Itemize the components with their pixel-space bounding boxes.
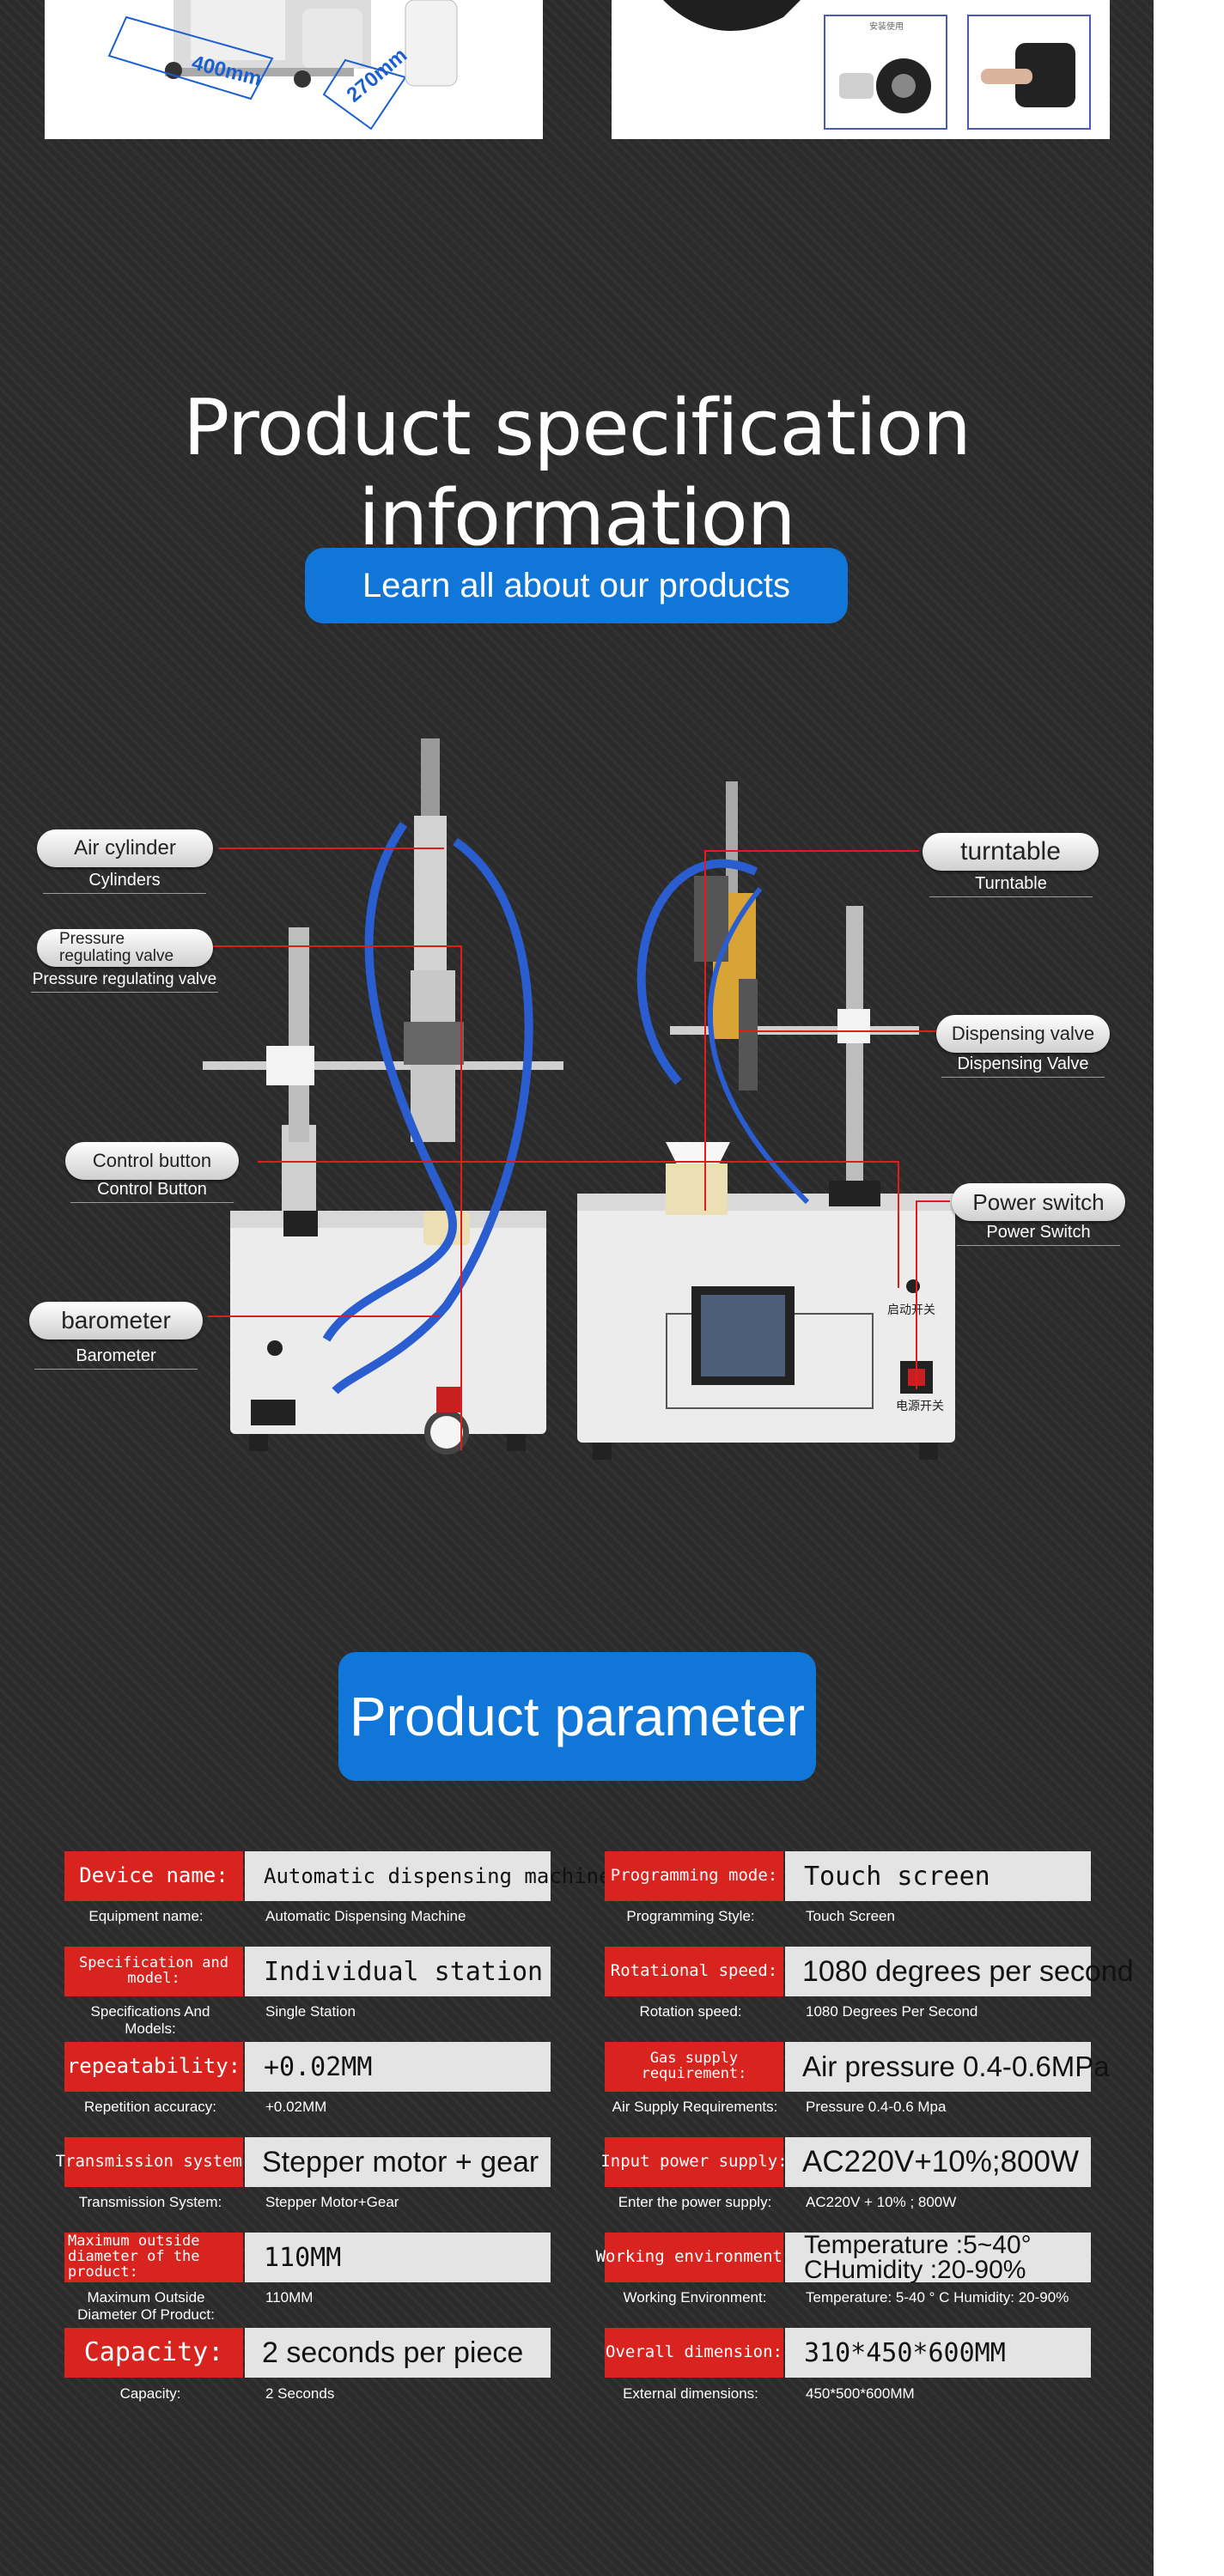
leader-power-v (916, 1200, 917, 1389)
leader-pressure-valve-h (213, 945, 462, 947)
param-gas-supply-sub: Pressure 0.4-0.6 Mpa (806, 2099, 947, 2115)
param-capacity-tag: Capacity: (64, 2328, 243, 2378)
param-working-env-sub: Temperature: 5-40 ° C Humidity: 20-90% (806, 2289, 1069, 2306)
param-rotational-speed-tag: Rotational speed: (605, 1947, 783, 1996)
page-canvas: 400mm 270mm 安装使用 Product specification i… (0, 0, 1154, 2576)
turntable-sublabel: Turntable (929, 874, 1093, 897)
param-repeatability-sub: +0.02MM (265, 2099, 327, 2115)
param-spec-model-tag: Specification and model: (64, 1947, 243, 1996)
param-gas-supply-tag: Gas supply requirement: (605, 2042, 783, 2092)
param-programming-mode-tag: Programming mode: (605, 1851, 783, 1901)
leader-control-h (258, 1161, 898, 1163)
param-device-name-label: Equipment name: (88, 1908, 204, 1924)
leader-air-cylinder (219, 848, 444, 849)
air-cylinder-callout: Air cylinder (37, 829, 213, 867)
param-rotational-speed-sub: 1080 Degrees Per Second (806, 2003, 978, 2020)
param-programming-mode-value: Touch screen (785, 1851, 1091, 1901)
dispensing-valve-sublabel: Dispensing Valve (941, 1054, 1105, 1078)
param-repeatability-tag: repeatability: (64, 2042, 243, 2092)
param-spec-model-value: Individual station (245, 1947, 551, 1996)
machine-dimension-image: 400mm 270mm (45, 0, 543, 139)
param-working-env-tag: Working environment: (596, 2233, 792, 2282)
pressure-valve-sublabel: Pressure regulating valve (31, 970, 218, 993)
param-rotational-speed-label: Rotation speed: (639, 2003, 742, 2020)
leader-turntable-h (704, 850, 919, 852)
machine-illustration: 启动开关 电源开关 (203, 738, 955, 1460)
control-button-sublabel: Control Button (70, 1180, 234, 1203)
power-switch-machine-label: 电源开关 (896, 1400, 944, 1413)
param-programming-mode-sub: Touch Screen (806, 1908, 895, 1924)
param-transmission-sub: Stepper Motor+Gear (265, 2194, 399, 2210)
param-overall-dimension-tag: Overall dimension: (605, 2328, 783, 2378)
param-max-diameter-label: Maximum Outside Diameter Of Product: (77, 2289, 215, 2324)
barometer-sublabel: Barometer (34, 1346, 198, 1370)
param-rotational-speed-value: 1080 degrees per second (785, 1947, 1134, 1996)
param-input-power-value: AC220V+10%;800W (785, 2137, 1091, 2187)
power-switch-callout: Power switch (952, 1183, 1125, 1221)
param-device-name-tag: Device name: (64, 1851, 243, 1901)
dispensing-valve-callout: Dispensing valve (936, 1015, 1110, 1053)
param-input-power-tag: Input power supply: (600, 2137, 788, 2187)
leader-turntable-v (704, 850, 706, 1211)
param-overall-dimension-sub: 450*500*600MM (806, 2385, 915, 2402)
param-gas-supply-value: Air pressure 0.4-0.6MPa (785, 2042, 1110, 2092)
param-spec-model-label: Specifications And Models: (90, 2003, 210, 2038)
learn-more-button[interactable]: Learn all about our products (305, 548, 848, 623)
param-overall-dimension-label: External dimensions: (623, 2385, 758, 2402)
param-max-diameter-sub: 110MM (265, 2289, 314, 2306)
param-max-diameter-value: 110MM (245, 2233, 551, 2282)
param-spec-model-sub: Single Station (265, 2003, 356, 2020)
param-transmission-value: Stepper motor + gear (245, 2137, 551, 2187)
leader-power-h (917, 1200, 950, 1202)
pressure-valve-callout: Pressure regulating valve (37, 929, 213, 967)
param-device-name-value: Automatic dispensing machine (245, 1851, 612, 1901)
air-cylinder-sublabel: Cylinders (43, 871, 206, 894)
param-capacity-value: 2 seconds per piece (245, 2328, 551, 2378)
leader-pressure-valve-v (460, 945, 462, 1450)
param-capacity-label: Capacity: (119, 2385, 181, 2402)
param-transmission-label: Transmission System: (78, 2194, 222, 2210)
param-gas-supply-label: Air Supply Requirements: (612, 2099, 778, 2115)
control-button-callout: Control button (65, 1142, 239, 1180)
installation-usage-image: 安装使用 (612, 0, 1110, 139)
param-capacity-sub: 2 Seconds (265, 2385, 335, 2402)
turntable-callout: turntable (923, 833, 1099, 871)
barometer-callout: barometer (29, 1302, 203, 1340)
power-switch-sublabel: Power Switch (957, 1223, 1120, 1246)
product-parameter-heading: Product parameter (338, 1652, 816, 1781)
param-input-power-label: Enter the power supply: (618, 2194, 772, 2210)
param-repeatability-label: Repetition accuracy: (83, 2099, 217, 2115)
param-input-power-sub: AC220V + 10% ; 800W (806, 2194, 957, 2210)
leader-barometer (208, 1315, 440, 1317)
param-max-diameter-tag: Maximum outside diameter of the product: (64, 2233, 243, 2282)
leader-control-v (898, 1161, 899, 1288)
start-switch-label: 启动开关 (887, 1303, 935, 1317)
param-repeatability-value: +0.02MM (245, 2042, 551, 2092)
pressure-valve-callout-text: Pressure regulating valve (59, 930, 174, 965)
param-device-name-sub: Automatic Dispensing Machine (265, 1908, 466, 1924)
param-transmission-tag: Transmission system: (56, 2137, 252, 2187)
param-programming-mode-label: Programming Style: (626, 1908, 755, 1924)
page-title: Product specification information (183, 383, 971, 563)
param-overall-dimension-value: 310*450*600MM (785, 2328, 1091, 2378)
leader-dispensing (739, 1030, 936, 1032)
param-working-env-label: Working Environment: (623, 2289, 767, 2306)
inset-caption-text: 安装使用 (869, 21, 904, 32)
param-working-env-value: Temperature :5~40° CHumidity :20-90% (785, 2232, 1091, 2283)
